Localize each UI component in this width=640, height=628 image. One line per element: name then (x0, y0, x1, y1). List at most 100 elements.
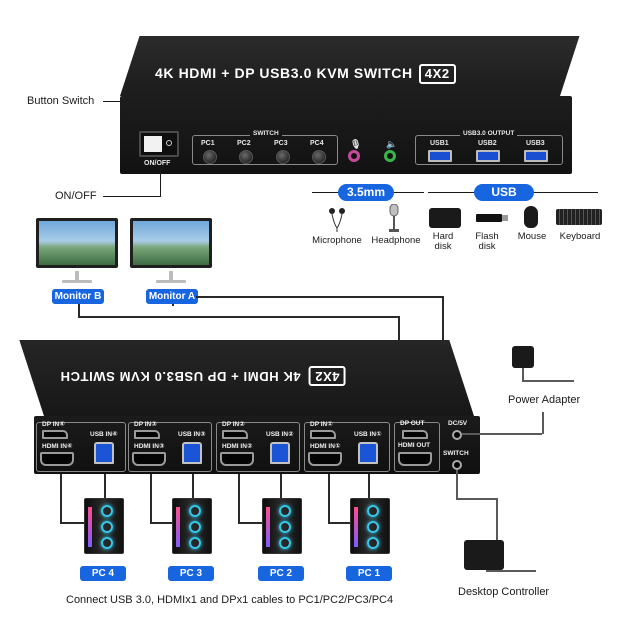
monitor-b-screen (36, 218, 118, 268)
dp-in-1-label: DP IN① (310, 421, 333, 428)
peripheral-label-hard-disk: Hard disk (432, 231, 454, 252)
pc4-button[interactable] (312, 150, 326, 164)
on-off-leader-h (103, 196, 161, 197)
monitor-b-cable (78, 304, 80, 318)
power-adapter-cable-h (522, 380, 574, 382)
pc3-tower-icon (172, 498, 212, 554)
pc3-cable-b (150, 522, 172, 524)
hdmi-in-2-label: HDMI IN② (222, 443, 253, 450)
usb-in-4-label: USB IN④ (90, 431, 118, 438)
on-off-leader-v (160, 168, 161, 197)
pc4-tower-icon (84, 498, 124, 554)
switch-group-label: SWITCH (250, 130, 282, 137)
controller-cable-h (456, 498, 498, 500)
pc3-button[interactable] (276, 150, 290, 164)
audio-category-pill: 3.5mm (338, 184, 394, 201)
hdmi-in-3-port[interactable] (132, 452, 166, 466)
dp-in-4-port[interactable] (42, 430, 68, 439)
usb1-port[interactable] (428, 150, 452, 162)
microphone-icon: 🎙 (350, 139, 362, 149)
monitor-b-base (62, 280, 92, 283)
pc4-cable-a (60, 474, 62, 524)
usb-output-label: USB3.0 OUTPUT (460, 130, 518, 137)
usb-in-1-port[interactable] (358, 442, 378, 464)
dp-out-label: DP OUT (400, 420, 425, 427)
dp-out-port[interactable] (402, 430, 428, 439)
dp-in-3-label: DP IN③ (134, 421, 157, 428)
monitor-a-screen (130, 218, 212, 268)
headphone-jack[interactable] (384, 150, 396, 162)
usb3-port[interactable] (524, 150, 548, 162)
mouse-icon (524, 206, 538, 228)
pc1-button[interactable] (203, 150, 217, 164)
pc3-cable-c (192, 474, 194, 498)
dp-in-2-port[interactable] (222, 430, 248, 439)
controller-tail (486, 570, 536, 572)
peripheral-label-microphone: Microphone (312, 235, 362, 246)
pc1-cable-c (368, 474, 370, 498)
monitor-b-stand (75, 271, 79, 281)
dc-jack[interactable] (452, 430, 462, 440)
button-switch-callout: Button Switch (27, 95, 95, 107)
mic-stand-icon (386, 203, 402, 232)
power-rocker-switch[interactable] (139, 131, 179, 157)
dp-in-4-label: DP IN④ (42, 421, 65, 428)
dp-in-2-label: DP IN② (222, 421, 245, 428)
usb-in-3-port[interactable] (182, 442, 202, 464)
dc-cable-up (542, 412, 544, 434)
power-adapter-icon (512, 346, 534, 368)
usb2-port[interactable] (476, 150, 500, 162)
hdmi-in-1-port[interactable] (308, 452, 342, 466)
monitor-a-label: Monitor A (146, 289, 198, 304)
peripheral-label-keyboard: Keyboard (559, 231, 601, 242)
usb-in-3-label: USB IN③ (178, 431, 206, 438)
monitor-b-cable-run (78, 316, 400, 318)
on-off-callout: ON/OFF (55, 190, 97, 202)
pc1-cable-b (328, 522, 350, 524)
usb2-label: USB2 (478, 140, 497, 147)
button-switch-leader (103, 101, 163, 102)
hdmi-out-port[interactable] (398, 452, 432, 466)
usb3-label: USB3 (526, 140, 545, 147)
pc2-button[interactable] (239, 150, 253, 164)
pc1-cable-a (328, 474, 330, 524)
monitor-a-base (156, 280, 186, 283)
dp-in-3-port[interactable] (134, 430, 160, 439)
usb1-label: USB1 (430, 140, 449, 147)
hdmi-in-2-port[interactable] (220, 452, 254, 466)
usb-category-pill: USB (474, 184, 534, 201)
mic-jack[interactable] (348, 150, 360, 162)
hard-disk-icon (429, 208, 461, 228)
hdmi-in-4-port[interactable] (40, 452, 74, 466)
hdmi-in-1-label: HDMI IN① (310, 443, 341, 450)
monitor-a-cable (172, 304, 174, 306)
hdmi-in-4-label: HDMI IN④ (42, 443, 73, 450)
pc3-label: PC 3 (168, 566, 214, 581)
pc2-cable-c (280, 474, 282, 498)
pc1-button-label: PC1 (201, 140, 215, 147)
back-badge: 4X2 (308, 366, 346, 386)
pc2-tower-icon (262, 498, 302, 554)
pc2-cable-a (238, 474, 240, 524)
pc4-cable-b (60, 522, 84, 524)
pc1-label: PC 1 (346, 566, 392, 581)
keyboard-icon (556, 209, 602, 225)
hdmi-out-label: HDMI OUT (398, 442, 431, 449)
dp-in-1-port[interactable] (310, 430, 336, 439)
back-group-1 (304, 422, 390, 472)
peripheral-label-headphone: Headphone (371, 235, 421, 246)
switch-jack[interactable] (452, 460, 462, 470)
power-label: ON/OFF (144, 160, 171, 167)
usb-in-4-port[interactable] (94, 442, 114, 464)
speaker-icon: 🔈 (386, 139, 398, 149)
usb-in-1-label: USB IN① (354, 431, 382, 438)
usb-in-2-port[interactable] (270, 442, 290, 464)
desktop-controller-label: Desktop Controller (458, 586, 550, 598)
pc3-button-label: PC3 (274, 140, 288, 147)
power-adapter-cable (522, 368, 524, 382)
hdmi-in-3-label: HDMI IN③ (134, 443, 165, 450)
front-badge: 4X2 (418, 64, 456, 84)
pc4-label: PC 4 (80, 566, 126, 581)
usb-in-2-label: USB IN② (266, 431, 294, 438)
